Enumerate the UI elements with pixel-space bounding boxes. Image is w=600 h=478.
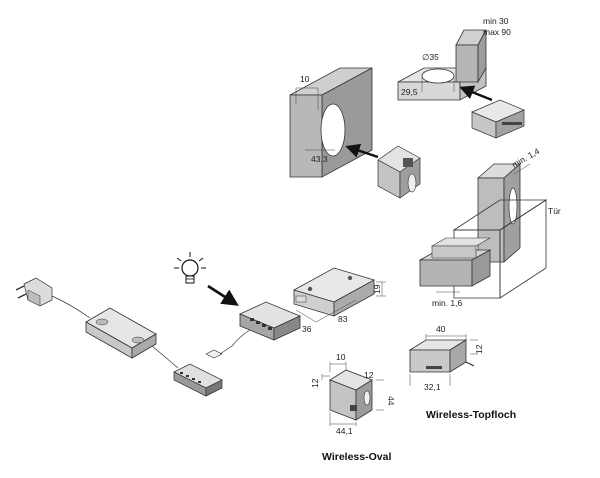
dim-min-1-6: min. 1,6 bbox=[432, 298, 463, 308]
insert-arrow-topfloch bbox=[459, 85, 493, 102]
dim-44: 44 bbox=[386, 396, 396, 406]
door-cabinet-assembly bbox=[418, 163, 548, 299]
dim-36: 36 bbox=[302, 324, 312, 334]
receiver-distributor-assembly bbox=[239, 267, 376, 341]
dim-10-top: 10 bbox=[300, 74, 310, 84]
dim-83: 83 bbox=[338, 314, 348, 324]
light-bulb-icon bbox=[174, 252, 206, 284]
connector-plug bbox=[205, 345, 233, 359]
dim-diameter-35: ∅35 bbox=[422, 52, 439, 62]
insert-arrow-oval bbox=[345, 143, 379, 159]
mains-cable bbox=[51, 295, 91, 319]
dim-12: 12 bbox=[474, 344, 484, 354]
dim-43-3: 43,3 bbox=[311, 154, 328, 164]
dim-12-oval: 12 bbox=[310, 378, 320, 388]
dim-12-oval-right: 12 bbox=[364, 370, 374, 380]
power-plug bbox=[15, 277, 53, 307]
distributor-box-left bbox=[173, 363, 223, 397]
caption-wireless-topfloch: Wireless-Topfloch bbox=[426, 409, 516, 421]
dim-44-1: 44,1 bbox=[336, 426, 353, 436]
dim-min30: min 30 bbox=[483, 16, 509, 26]
dim-min-1-4: min. 1,4 bbox=[510, 146, 541, 170]
dim-32-1: 32,1 bbox=[424, 382, 441, 392]
dim-10-oval: 10 bbox=[336, 352, 346, 362]
receiver-cable bbox=[231, 329, 251, 347]
dim-29-5: 29,5 bbox=[401, 87, 418, 97]
caption-wireless-oval: Wireless-Oval bbox=[322, 451, 391, 463]
signal-arrow bbox=[207, 284, 239, 306]
cup-hole-block bbox=[397, 29, 487, 101]
topfloch-module-3d bbox=[471, 99, 525, 139]
wireless-topfloch-module bbox=[408, 334, 478, 386]
dim-19: 19 bbox=[372, 284, 382, 294]
door-label: Tür bbox=[548, 206, 561, 216]
dim-40: 40 bbox=[436, 324, 446, 334]
wireless-oval-module bbox=[321, 362, 384, 426]
driver-cable bbox=[151, 345, 179, 369]
oval-module-3d bbox=[377, 145, 421, 199]
led-driver-box bbox=[85, 307, 157, 359]
dim-max90: max 90 bbox=[483, 27, 511, 37]
cabinet-wall-oval-hole bbox=[289, 67, 373, 178]
